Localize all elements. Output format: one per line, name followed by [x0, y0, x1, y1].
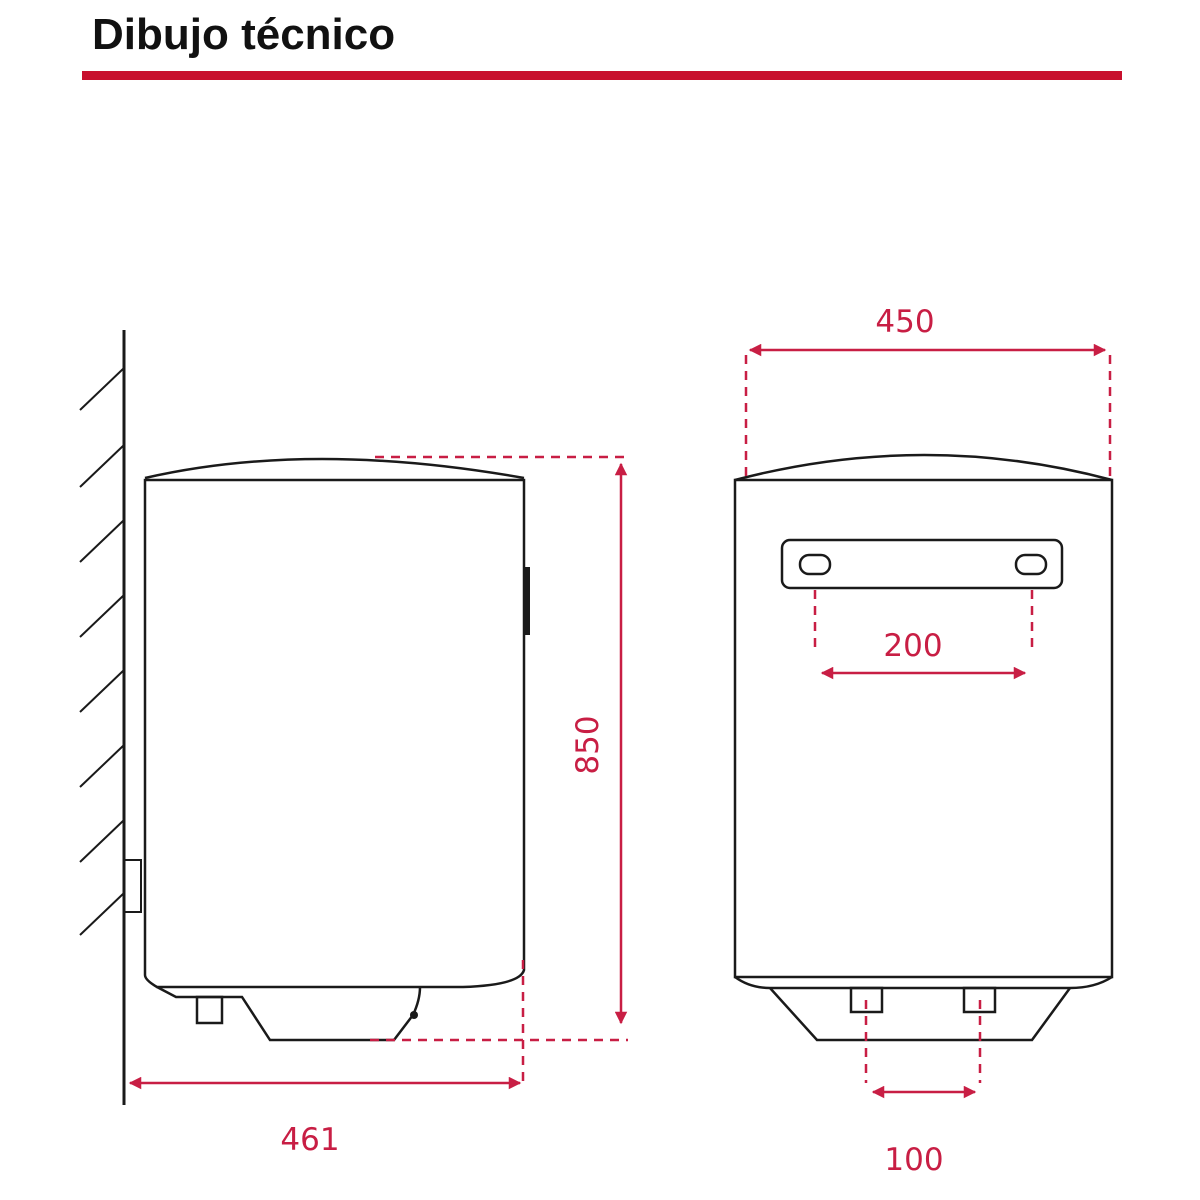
page-title: Dibujo técnico [92, 10, 396, 59]
wall-hatching [79, 367, 125, 936]
side-pipe [195, 995, 224, 1025]
front-dimensions [744, 343, 1112, 1099]
height-label: 850 [570, 715, 606, 774]
mounting-bracket [780, 538, 1064, 590]
tank-front-chamfer [734, 975, 1113, 990]
side-dimensions [128, 455, 628, 1090]
bracket-spacing-label: 200 [883, 628, 942, 664]
front-pipe-left [849, 986, 884, 1014]
pipe-spacing-label: 100 [884, 1142, 943, 1178]
tank-front-body [733, 478, 1114, 979]
tank-front-dome [734, 453, 1113, 482]
depth-label: 461 [280, 1122, 339, 1158]
wall-bracket [123, 859, 142, 913]
front-pipe-right [962, 986, 997, 1014]
width-label: 450 [875, 304, 934, 340]
bracket-slot-left [798, 553, 832, 576]
tank-front-bottom-cover [769, 987, 1072, 1042]
side-view [79, 330, 530, 1105]
front-view [733, 453, 1114, 1042]
title-underline [82, 71, 1122, 80]
tank-side-dome [144, 457, 525, 480]
tank-side-bottom-cover [156, 985, 422, 1042]
side-thermostat-knob [410, 1011, 418, 1019]
tank-side-body [143, 478, 526, 989]
bracket-slot-right [1014, 553, 1048, 576]
side-control-panel [524, 567, 530, 635]
